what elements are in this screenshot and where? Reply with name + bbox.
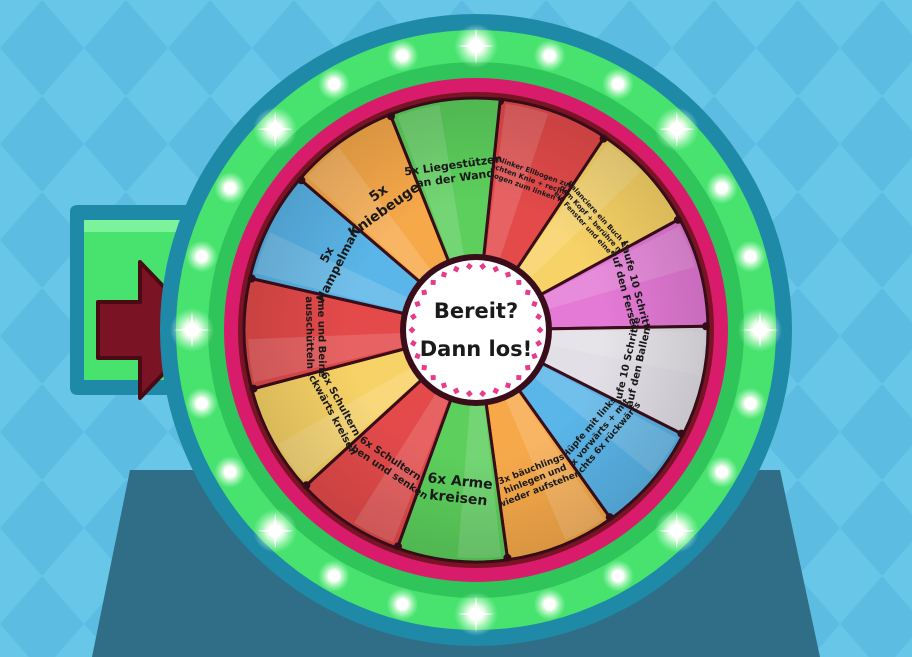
light-bulb: [543, 598, 556, 611]
wheel-lights: [170, 24, 782, 636]
hub-dot: [535, 339, 543, 347]
sparkle-icon: [742, 312, 778, 348]
hub-dot: [414, 300, 421, 308]
segment-divider-peg: [503, 553, 512, 562]
sparkle-icon: [458, 28, 494, 64]
segment-divider-peg: [701, 322, 710, 331]
hub-dot: [421, 289, 428, 296]
hub-dot-border: [408, 262, 544, 398]
hub-dot: [465, 390, 473, 398]
hub-dot: [430, 279, 436, 286]
hub-dot: [516, 279, 522, 286]
segment-divider-peg: [605, 513, 614, 522]
hub-dot: [421, 364, 428, 371]
hub-dot: [524, 289, 531, 296]
light-bulb: [612, 569, 624, 582]
sparkle-icon: [257, 111, 294, 148]
hub-dot: [524, 364, 531, 371]
wheel-segment-label: 6x Armekreisen: [425, 470, 494, 509]
hub-dot: [465, 262, 473, 270]
segment-divider-peg: [677, 429, 686, 438]
wheel-hub[interactable]: Bereit? Dann los!: [400, 254, 552, 406]
segment-divider-peg: [673, 215, 682, 224]
sparkle-icon: [257, 512, 294, 549]
hub-dot: [452, 387, 460, 395]
light-bulb: [328, 569, 340, 582]
hub-dot: [452, 265, 460, 273]
hub-dot: [531, 300, 538, 308]
sparkle-icon: [658, 512, 695, 549]
light-bulb: [744, 250, 757, 263]
hub-dot: [531, 352, 538, 360]
segment-divider-peg: [249, 384, 258, 393]
hub-dot: [479, 390, 487, 398]
hub-dot: [408, 326, 416, 334]
light-bulb: [396, 598, 409, 611]
wheel-segment-label-line: ausschütteln: [303, 296, 315, 369]
hub-dot: [414, 352, 421, 360]
light-bulb: [328, 78, 340, 91]
hub-dot: [535, 313, 543, 321]
segment-divider-peg: [247, 274, 256, 283]
hub-dot: [536, 326, 544, 334]
sparkle-icon: [658, 111, 695, 148]
light-bulb: [612, 78, 624, 91]
hub-dot: [430, 374, 436, 381]
hub-dot: [440, 382, 448, 389]
segment-divider-peg: [302, 481, 311, 490]
light-bulb: [195, 250, 208, 263]
hub-text-line1: Bereit?: [434, 299, 518, 323]
segment-divider-peg: [599, 134, 608, 143]
segment-divider-peg: [297, 176, 306, 185]
hub-text-line2: Dann los!: [420, 337, 533, 361]
light-bulb: [715, 466, 728, 478]
light-bulb: [396, 49, 409, 62]
light-bulb: [224, 466, 237, 478]
sparkle-icon: [174, 312, 210, 348]
light-bulb: [744, 397, 757, 410]
hub-dot: [492, 387, 500, 395]
hub-dot: [504, 382, 512, 389]
sparkle-icon: [458, 596, 494, 632]
light-bulb: [715, 182, 728, 194]
segment-divider-peg: [386, 112, 395, 121]
segment-divider-peg: [393, 542, 402, 551]
hub-dot: [492, 265, 500, 273]
light-bulb: [195, 397, 208, 410]
hub-dot: [409, 313, 417, 321]
hub-dot: [516, 374, 522, 381]
hub-dot: [479, 262, 487, 270]
hub-dot: [440, 271, 448, 278]
light-bulb: [543, 49, 556, 62]
hub-dot: [504, 271, 512, 278]
hub-dot: [409, 339, 417, 347]
light-bulb: [224, 182, 237, 194]
